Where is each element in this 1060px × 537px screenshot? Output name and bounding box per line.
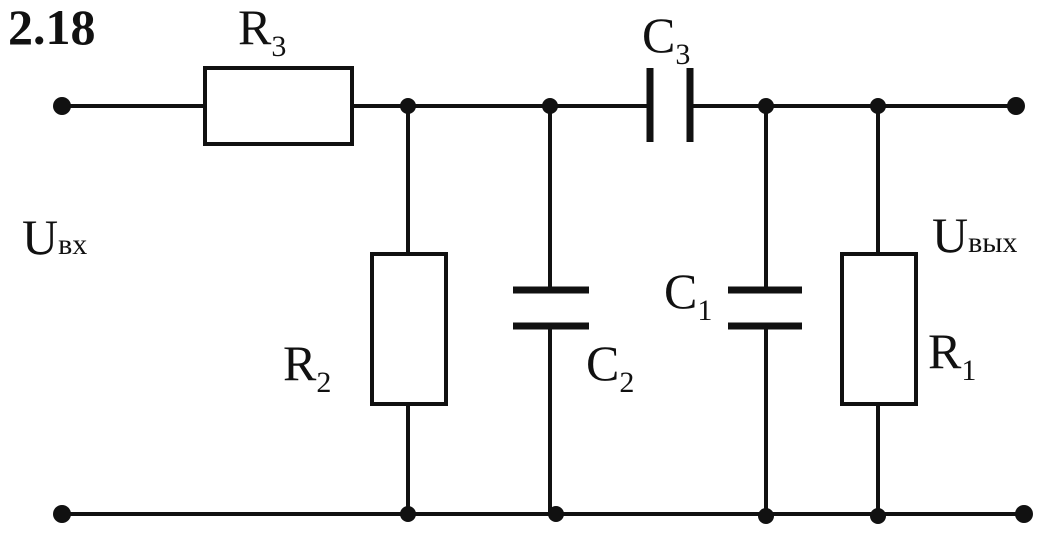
label-r1: R1 — [928, 323, 976, 387]
label-output-voltage: Uвых — [932, 207, 1017, 263]
label-c3: C3 — [642, 7, 690, 71]
input-terminal-top — [53, 97, 71, 115]
junction-node — [870, 508, 886, 524]
junction-node — [870, 98, 886, 114]
output-terminal-bottom — [1015, 505, 1033, 523]
resistor-r2 — [370, 252, 448, 406]
junction-node — [542, 98, 558, 114]
resistor-r3 — [203, 66, 354, 146]
problem-number: 2.18 — [8, 0, 96, 55]
junction-node — [400, 506, 416, 522]
input-terminal-bottom — [53, 505, 71, 523]
label-r2: R2 — [283, 335, 331, 399]
junction-node — [548, 506, 564, 522]
label-input-voltage: Uвх — [22, 209, 87, 265]
label-r3: R3 — [238, 0, 286, 63]
label-c1: C1 — [664, 263, 712, 327]
output-terminal-top — [1007, 97, 1025, 115]
label-c2: C2 — [586, 335, 634, 399]
junction-node — [400, 98, 416, 114]
junction-node — [758, 98, 774, 114]
resistor-r1 — [840, 252, 918, 406]
junction-node — [758, 508, 774, 524]
